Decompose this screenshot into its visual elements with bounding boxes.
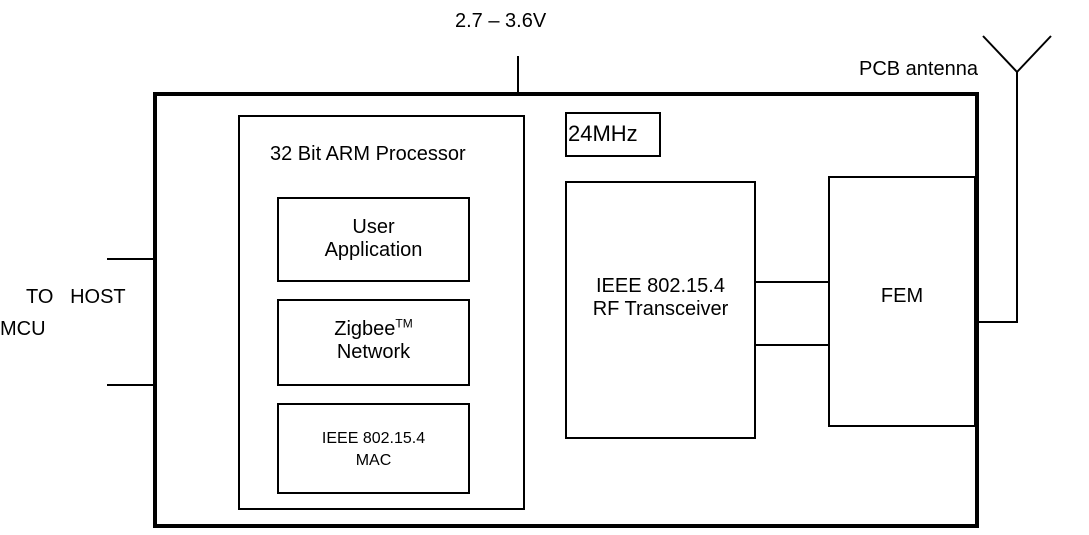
mac-line2: MAC (355, 452, 392, 469)
host-label-line2: MCU (0, 318, 46, 340)
mac-box (277, 403, 470, 494)
zigbee-network-box (277, 299, 470, 386)
zigbee-trademark: TM (395, 316, 413, 331)
user-application-line1: User (352, 216, 395, 238)
antenna-arm-left (982, 35, 1018, 73)
zigbee-line1: ZigbeeTM (278, 316, 469, 341)
host-label-line1: TO HOST (26, 286, 126, 308)
transceiver-line2: RF Transceiver (592, 298, 729, 320)
user-application-box (277, 197, 470, 282)
processor-title: 32 Bit ARM Processor (270, 143, 466, 165)
module-outline (153, 92, 979, 528)
antenna-feed (975, 72, 1018, 323)
transceiver-line1: IEEE 802.15.4 (596, 275, 725, 297)
crystal-box (565, 112, 661, 157)
user-application-label: User Application (278, 216, 469, 262)
mac-label: IEEE 802.15.4 MAC (278, 428, 469, 472)
crystal-label: 24MHz (568, 121, 638, 146)
transceiver-label: IEEE 802.15.4 RF Transceiver (566, 275, 755, 321)
zigbee-line2: Network (336, 341, 411, 363)
zigbee-network-label: ZigbeeTM Network (278, 316, 469, 364)
supply-voltage-label: 2.7 – 3.6V (455, 10, 547, 32)
processor-box (238, 115, 525, 510)
fem-box (828, 176, 976, 427)
zigbee-name: Zigbee (334, 318, 396, 340)
antenna-label: PCB antenna (859, 58, 978, 80)
user-application-line2: Application (324, 239, 423, 261)
mac-line1: IEEE 802.15.4 (321, 430, 426, 447)
antenna-arm-right (1016, 35, 1052, 73)
transceiver-box (565, 181, 756, 439)
fem-label: FEM (880, 285, 924, 307)
